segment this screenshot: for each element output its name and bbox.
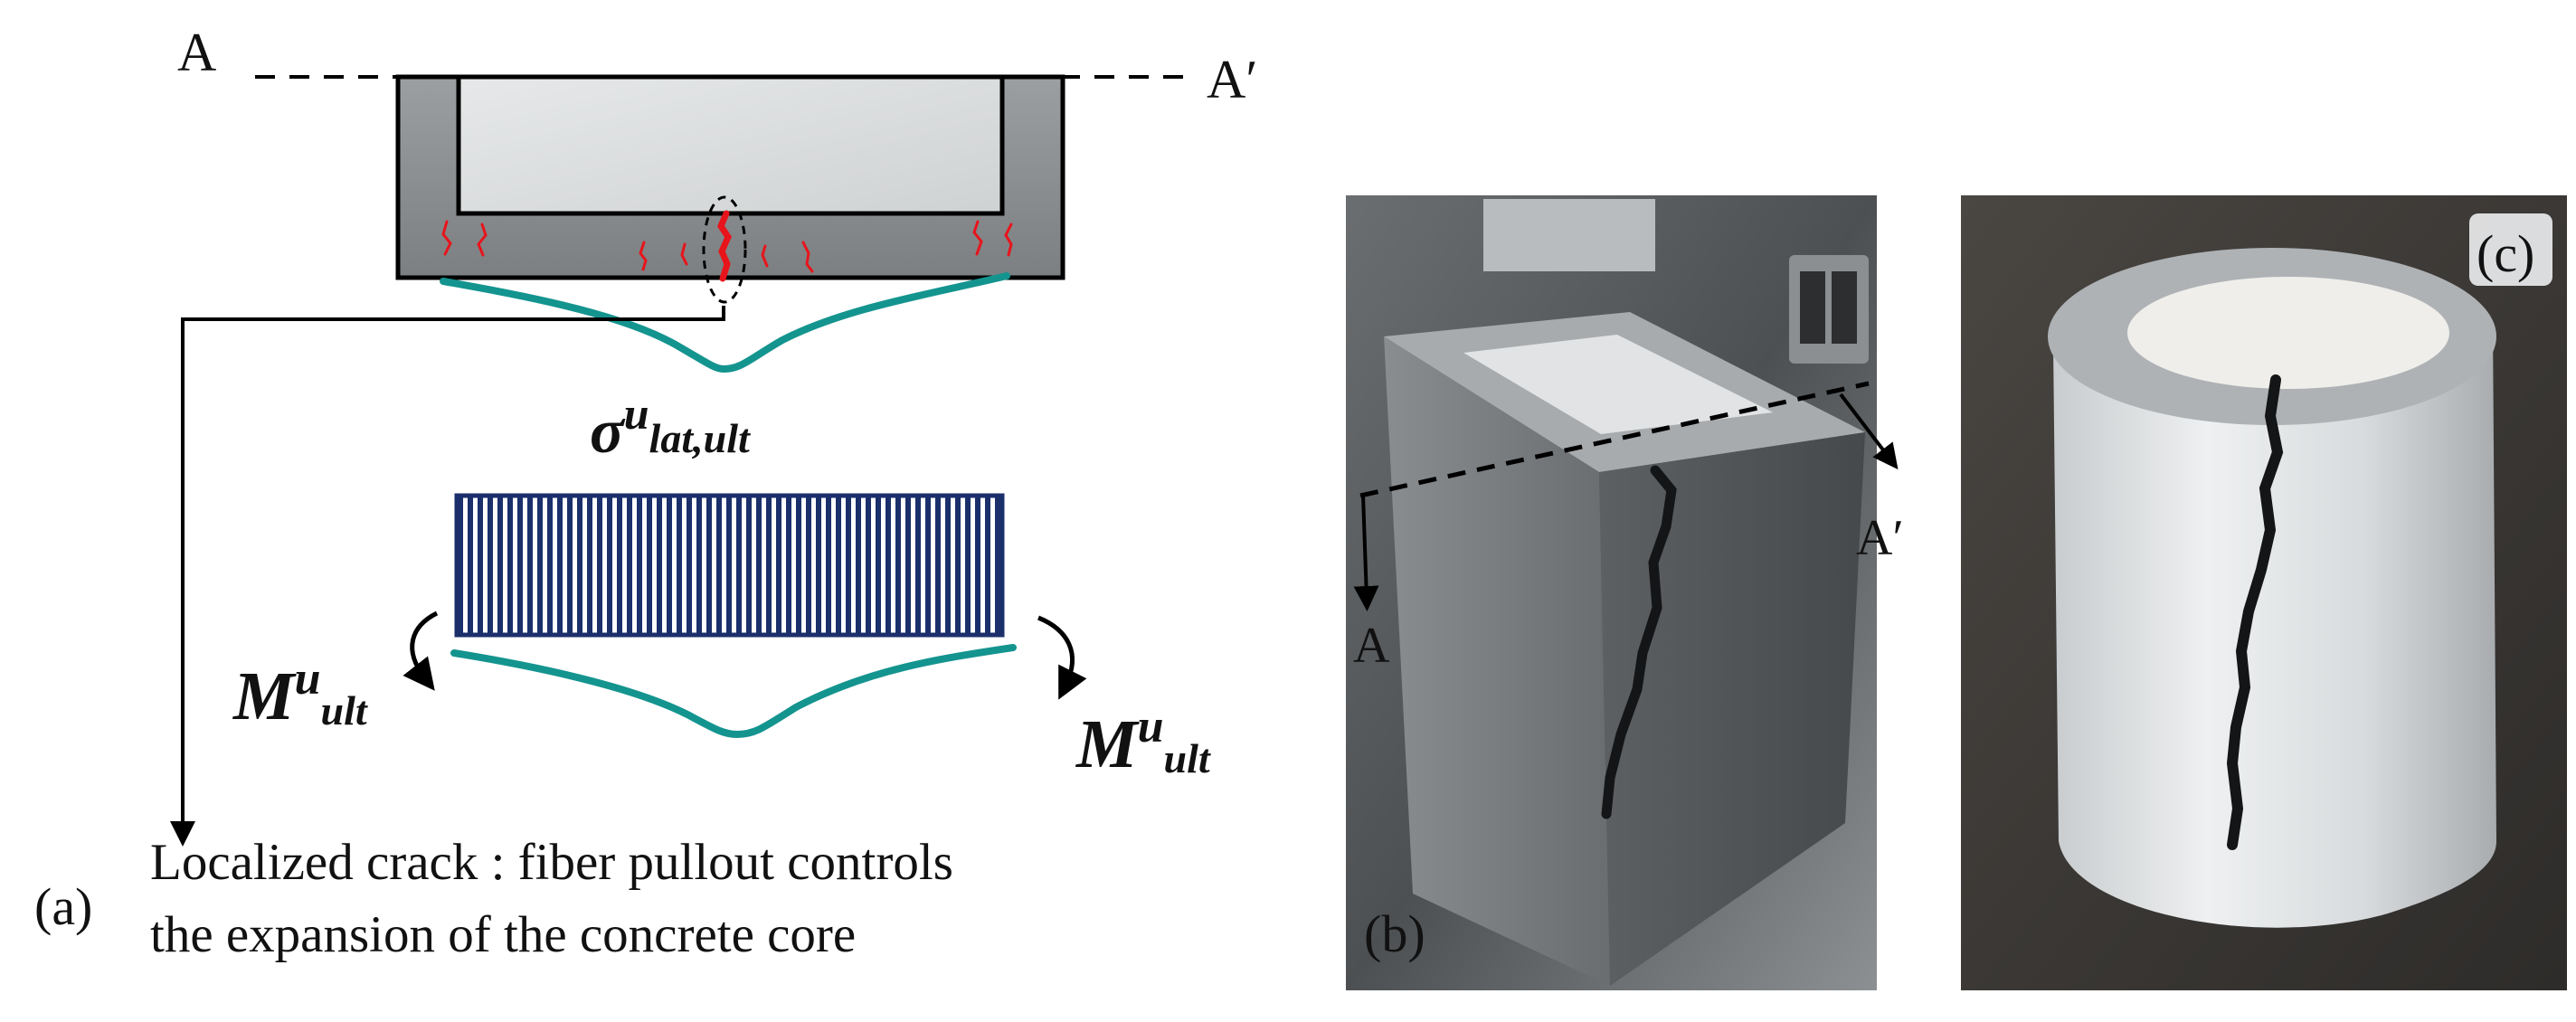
panel-a-label: (a) — [34, 877, 92, 936]
pointer-line — [170, 306, 725, 847]
background-box — [1483, 199, 1655, 271]
cube-core-top — [1463, 335, 1773, 434]
concrete-core-section — [456, 74, 1005, 216]
cube-crack — [1601, 465, 1677, 819]
crack-highlight-ellipse — [702, 195, 747, 304]
section-line-b — [1359, 381, 1870, 498]
moment-label-right: Muult — [1075, 701, 1211, 782]
panel-b-photo: A A′ (b) — [1346, 195, 1904, 990]
panel-b-section-a: A — [1353, 618, 1390, 674]
cube-left-face — [1384, 336, 1610, 986]
lateral-stress-label: σulat,ult — [590, 388, 751, 467]
section-label-a: A — [177, 23, 216, 82]
localized-crack — [717, 210, 732, 282]
device-slot-right — [1832, 271, 1857, 344]
moment-label-left: Muult — [232, 653, 368, 734]
panel-b-label: (b) — [1364, 904, 1425, 963]
crack-marks — [441, 220, 1013, 273]
caption-line-1: Localized crack : fiber pullout controls — [150, 834, 953, 891]
cylinder-core-top — [2127, 277, 2449, 389]
moment-arrow-left — [402, 610, 439, 691]
caption-line-2: the expansion of the concrete core — [150, 906, 856, 963]
panel-c-label: (c) — [2477, 224, 2534, 283]
moment-arrow-right — [1037, 615, 1087, 700]
lateral-stress-block — [454, 493, 1005, 638]
device-slot-left — [1800, 271, 1825, 344]
cylinder-body — [2053, 321, 2496, 928]
section-arrow-b-left — [1353, 495, 1379, 611]
cube-right-face — [1599, 432, 1865, 986]
deflected-shape-top — [440, 272, 1010, 374]
cylinder-crack — [2226, 374, 2284, 850]
section-arrow-b-right — [1839, 393, 1899, 470]
panel-c-photo: (c) — [1961, 195, 2567, 990]
label-c-badge — [2469, 213, 2552, 286]
panel-a: A A′ σulat,ult — [34, 23, 1257, 963]
section-label-a-prime: A′ — [1207, 50, 1257, 109]
panel-b-section-a-prime: A′ — [1856, 510, 1904, 566]
deflected-shape-bottom — [450, 644, 1017, 739]
